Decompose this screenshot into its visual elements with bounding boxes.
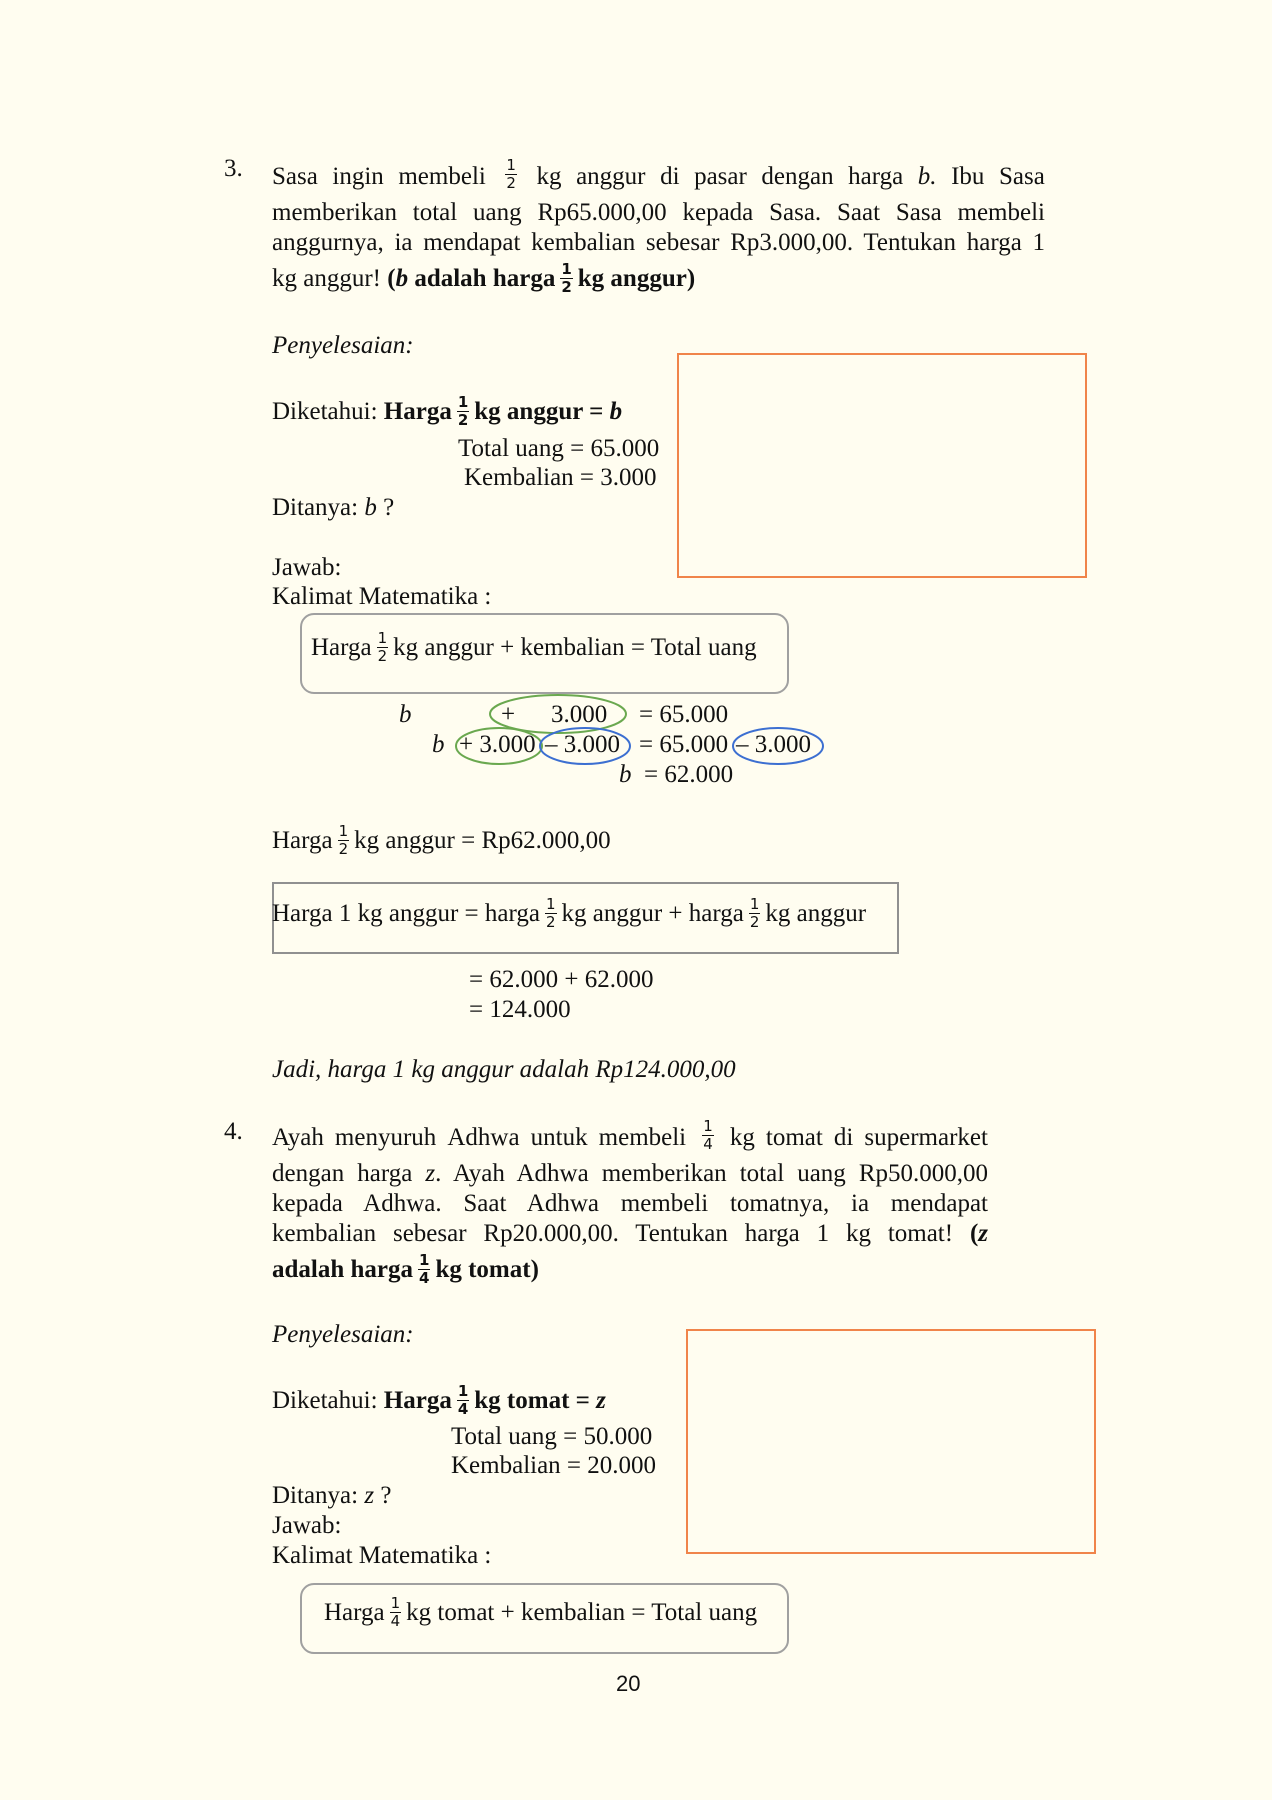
word: pasar: [694, 162, 747, 190]
problem-4-line-2: dengan harga z. Ayah Adhwa memberikan to…: [272, 1160, 988, 1187]
word: Adhwa: [447, 1123, 520, 1151]
problem-4-kalimat: Kalimat Matematika :: [272, 1542, 492, 1569]
problem-3-sum-2: = 124.000: [469, 996, 571, 1023]
eq3-b: b: [619, 761, 632, 788]
blue-circle-eq2: [539, 727, 631, 765]
problem-3-ditanya: Ditanya: b ?: [272, 494, 395, 521]
word: Ibu: [951, 162, 985, 190]
problem-3-kalimat: Kalimat Matematika :: [272, 583, 492, 610]
word: kg: [536, 162, 562, 190]
eq2-rhs-minus: – 3.000: [736, 731, 811, 758]
eq1-b: b: [399, 701, 412, 728]
problem-3-sum-box: [272, 882, 899, 954]
word: membeli: [598, 1123, 687, 1151]
word: anggur: [576, 162, 646, 190]
variable-word: b.: [917, 162, 937, 190]
problem-4-penyelesaian: Penyelesaian:: [272, 1321, 414, 1348]
eq2-minus: – 3.000: [545, 731, 620, 758]
problem-4-equation-box: [300, 1583, 789, 1654]
green-circle-eq2: [455, 727, 543, 765]
problem-4-answer-box: [686, 1329, 1096, 1554]
blue-circle-eq2-rhs: [732, 727, 824, 765]
problem-4-jawab: Jawab:: [272, 1512, 342, 1539]
eq2-b: b: [432, 731, 445, 758]
word: harga: [848, 162, 904, 190]
problem-4-ditanya: Ditanya: z ?: [272, 1482, 392, 1509]
word: tomat: [765, 1123, 823, 1151]
problem-3-sum-1: = 62.000 + 62.000: [469, 966, 654, 993]
problem-3-number: 3.: [224, 155, 243, 182]
word: untuk: [530, 1123, 588, 1151]
word: supermarket: [864, 1123, 988, 1151]
problem-3-conclusion: Jadi, harga 1 kg anggur adalah Rp124.000…: [272, 1056, 736, 1083]
word: Sasa: [999, 162, 1045, 190]
word: dengan: [761, 162, 834, 190]
word: kg: [729, 1123, 755, 1151]
word: di: [833, 1123, 854, 1151]
eq1-rhs: = 65.000: [639, 701, 729, 728]
eq2-rhs: = 65.000: [639, 731, 729, 758]
green-circle-eq1: [489, 694, 627, 734]
problem-3-line-3: anggurnya, ia mendapat kembalian sebesar…: [272, 229, 1045, 256]
problem-3-penyelesaian: Penyelesaian:: [272, 332, 414, 359]
page-number: 20: [616, 1671, 641, 1696]
problem-3-total-uang: Total uang = 65.000: [458, 435, 660, 462]
problem-4-total-uang: Total uang = 50.000: [451, 1423, 653, 1450]
problem-4-number: 4.: [224, 1118, 243, 1145]
word: di: [660, 162, 680, 190]
problem-4-line-4: kembalian sebesar Rp20.000,00. Tentukan …: [272, 1220, 989, 1247]
word: Ayah: [272, 1123, 324, 1151]
problem-3-equation-box: [300, 613, 789, 694]
problem-3-line-2: memberikan total uang Rp65.000,00 kepada…: [272, 199, 1045, 226]
word: Sasa: [272, 162, 318, 190]
problem-3-answer-box: [677, 353, 1087, 578]
eq1-value: 3.000: [551, 701, 608, 728]
problem-4-kembalian: Kembalian = 20.000: [451, 1452, 657, 1479]
word: menyuruh: [334, 1123, 437, 1151]
problem-3-kembalian: Kembalian = 3.000: [464, 464, 657, 491]
problem-4-line-3: kepada Adhwa. Saat Adhwa membeli tomatny…: [272, 1190, 988, 1217]
eq1-plus: +: [501, 701, 516, 728]
word: ingin: [332, 162, 384, 190]
problem-3-jawab: Jawab:: [272, 554, 342, 581]
eq3-rhs: = 62.000: [644, 761, 734, 788]
word: membeli: [398, 162, 486, 190]
eq2-plus: + 3.000: [459, 731, 536, 758]
